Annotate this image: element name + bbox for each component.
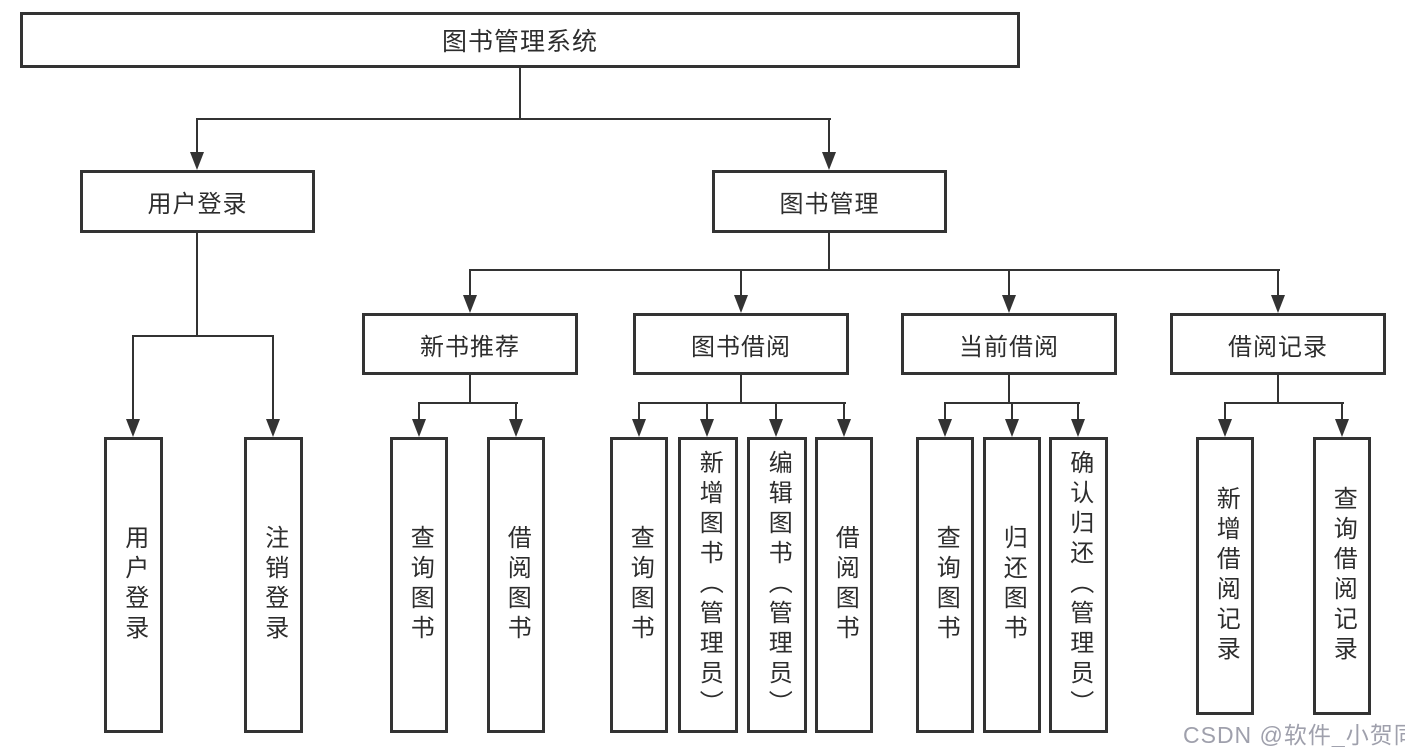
arrowhead-down-icon (837, 419, 851, 437)
leaf-user-login: 用户登录 (104, 437, 163, 733)
arrowhead-down-icon (1005, 419, 1019, 437)
leaf-label: 编辑图书（管理员） (764, 450, 792, 720)
connector-line (1008, 373, 1010, 404)
node-borrow-records: 借阅记录 (1170, 313, 1386, 375)
connector-line (638, 402, 846, 404)
node-label: 当前借阅 (959, 333, 1059, 361)
arrowhead-down-icon (1271, 295, 1285, 313)
node-label: 图书管理系统 (441, 28, 598, 56)
connector-line (740, 269, 742, 297)
connector-line (1008, 269, 1010, 297)
arrowhead-down-icon (700, 419, 714, 437)
leaf-label: 借阅图书 (503, 525, 531, 645)
arrowhead-down-icon (412, 419, 426, 437)
node-label: 借阅记录 (1228, 333, 1328, 361)
node-current-borrow: 当前借阅 (901, 313, 1117, 375)
leaf-label: 确认归还（管理员） (1065, 450, 1093, 720)
leaf-borrow-edit-books-admin: 编辑图书（管理员） (747, 437, 807, 733)
arrowhead-down-icon (1071, 419, 1085, 437)
leaf-label: 查询图书 (932, 525, 960, 645)
connector-line (828, 118, 830, 154)
leaf-current-return-books: 归还图书 (983, 437, 1041, 733)
arrowhead-down-icon (266, 419, 280, 437)
node-label: 图书管理 (779, 191, 880, 218)
connector-line (1011, 402, 1013, 421)
connector-line (944, 402, 946, 421)
connector-line (706, 402, 708, 421)
connector-line (132, 335, 134, 421)
leaf-label: 注销登录 (260, 525, 288, 645)
arrowhead-down-icon (769, 419, 783, 437)
node-new-book-recommend: 新书推荐 (362, 313, 578, 375)
arrowhead-down-icon (632, 419, 646, 437)
connector-line (196, 118, 831, 120)
connector-line (469, 269, 1280, 271)
node-label: 新书推荐 (420, 333, 520, 361)
leaf-borrow-add-books-admin: 新增图书（管理员） (678, 437, 738, 733)
arrowhead-down-icon (1335, 419, 1349, 437)
connector-line (1277, 269, 1279, 297)
connector-line (418, 402, 420, 421)
arrowhead-down-icon (1218, 419, 1232, 437)
arrowhead-down-icon (938, 419, 952, 437)
leaf-records-add-record: 新增借阅记录 (1196, 437, 1254, 715)
arrowhead-down-icon (734, 295, 748, 313)
connector-line (1224, 402, 1226, 421)
connector-line (740, 373, 742, 404)
connector-line (196, 231, 198, 337)
connector-line (828, 231, 830, 271)
connector-line (519, 66, 521, 120)
connector-line (1224, 402, 1344, 404)
leaf-label: 新增图书（管理员） (695, 450, 723, 720)
leaf-label: 新增借阅记录 (1212, 486, 1240, 666)
connector-line (469, 373, 471, 404)
connector-line (1341, 402, 1343, 421)
connector-line (272, 335, 274, 421)
leaf-current-confirm-return-admin: 确认归还（管理员） (1049, 437, 1108, 733)
leaf-newbooks-query-books: 查询图书 (390, 437, 448, 733)
leaf-records-query-record: 查询借阅记录 (1313, 437, 1371, 715)
connector-line (469, 269, 471, 297)
leaf-label: 查询借阅记录 (1329, 486, 1357, 666)
csdn-watermark: CSDN @软件_小贺同学 (1183, 722, 1405, 747)
node-book-borrow: 图书借阅 (633, 313, 849, 375)
node-book-management: 图书管理 (712, 170, 947, 233)
connector-line (843, 402, 845, 421)
leaf-label: 查询图书 (406, 525, 434, 645)
leaf-label: 归还图书 (999, 525, 1027, 645)
connector-line (1277, 373, 1279, 404)
leaf-logout: 注销登录 (244, 437, 303, 733)
arrowhead-down-icon (1002, 295, 1016, 313)
arrowhead-down-icon (190, 152, 204, 170)
node-label: 图书借阅 (691, 333, 791, 361)
leaf-label: 借阅图书 (831, 525, 859, 645)
connector-line (196, 118, 198, 154)
node-user-login: 用户登录 (80, 170, 315, 233)
arrowhead-down-icon (509, 419, 523, 437)
arrowhead-down-icon (463, 295, 477, 313)
connector-line (418, 402, 518, 404)
leaf-newbooks-borrow-books: 借阅图书 (487, 437, 545, 733)
leaf-label: 查询图书 (626, 525, 654, 645)
connector-line (132, 335, 274, 337)
leaf-label: 用户登录 (120, 525, 148, 645)
leaf-borrow-borrow-books: 借阅图书 (815, 437, 873, 733)
connector-line (638, 402, 640, 421)
leaf-current-query-books: 查询图书 (916, 437, 974, 733)
arrowhead-down-icon (126, 419, 140, 437)
connector-line (515, 402, 517, 421)
connector-line (1077, 402, 1079, 421)
leaf-borrow-query-books: 查询图书 (610, 437, 668, 733)
connector-line (775, 402, 777, 421)
node-root-library-system: 图书管理系统 (20, 12, 1020, 68)
arrowhead-down-icon (822, 152, 836, 170)
node-label: 用户登录 (147, 191, 248, 218)
